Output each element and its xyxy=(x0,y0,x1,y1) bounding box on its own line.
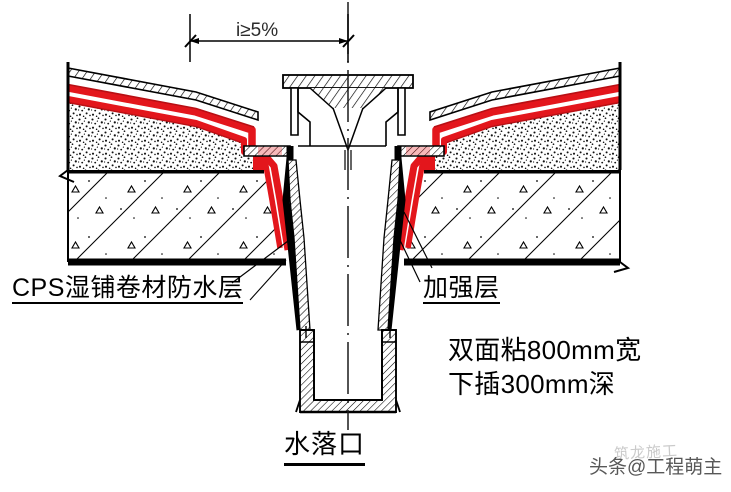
slope-dimension xyxy=(184,14,355,62)
gasket-patch-left xyxy=(258,147,282,155)
note-bond-width: 双面粘800mm宽 xyxy=(448,335,642,365)
concrete-slab-left xyxy=(67,166,286,266)
note-insert-depth: 下插300mm深 xyxy=(448,369,616,399)
label-reinforcement-layer: 加强层 xyxy=(423,275,500,305)
watermark-main: 头条@工程萌主 xyxy=(589,457,723,478)
label-waterproof-layer: CPS湿铺卷材防水层 xyxy=(12,275,244,305)
slope-dimension-label: i≥5% xyxy=(236,20,279,41)
leader-line-reinforcement xyxy=(397,211,433,283)
leader-line-slab-left xyxy=(249,259,287,301)
slab-break-symbol-right xyxy=(613,261,631,273)
drawing-title: 水落口 xyxy=(284,424,366,466)
gasket-patch-right xyxy=(406,147,430,155)
slab-break-symbol-left xyxy=(58,169,75,183)
concrete-slab-right xyxy=(404,166,621,266)
leader-line-waterproof xyxy=(231,237,293,284)
